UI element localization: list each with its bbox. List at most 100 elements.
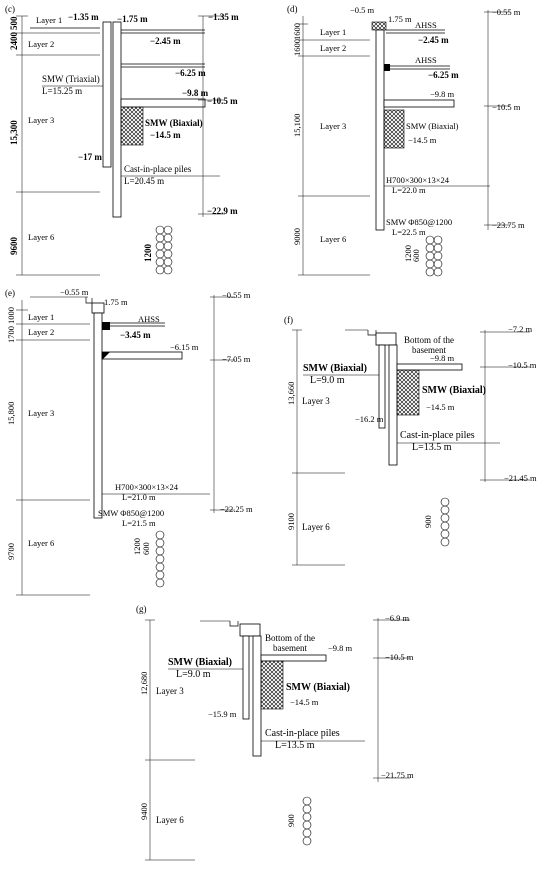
panel-e-ahss-connector bbox=[102, 322, 110, 330]
panel-g-pile-circles bbox=[302, 796, 312, 846]
panel-g-tag: (g) bbox=[136, 604, 147, 614]
panel-f-base-slab bbox=[396, 363, 463, 371]
panel-f-tag: (f) bbox=[284, 315, 293, 325]
panel-d-label-625: −6.25 m bbox=[428, 70, 459, 80]
panel-c-label-98: −9.8 m bbox=[182, 88, 209, 98]
panel-d-label-ahss2: AHSS bbox=[415, 55, 437, 65]
panel-e-label-h700-len: L=21.0 m bbox=[122, 492, 156, 502]
panel-c-label-135b: −1.35 m bbox=[208, 12, 239, 22]
panel-g-label-smw-biaxial-r: SMW (Biaxial) bbox=[286, 682, 350, 693]
panel-e-label-055b: −0.55 m bbox=[222, 290, 251, 300]
panel-f-label-smw-biaxial-l-len: L=9.0 m bbox=[310, 375, 345, 386]
panel-d-dim-600: 600 bbox=[411, 249, 421, 262]
panel-f-label-cip: Cast-in-place piles bbox=[400, 430, 475, 441]
panel-f-dim-13660: 13,660 bbox=[286, 382, 296, 405]
panel-c-label-smw-triaxial-len: L=15.25 m bbox=[42, 86, 82, 96]
panel-c-smw-triaxial-wall bbox=[102, 21, 112, 168]
panel-e-label-2225: −22.25 m bbox=[220, 504, 253, 514]
panel-d-label-105: −10.5 m bbox=[492, 102, 521, 112]
panel-e-pile-circles bbox=[155, 530, 165, 588]
panel-d-dim-15100: 15,100 bbox=[292, 114, 302, 137]
panel-c-smw-biaxial-block bbox=[120, 106, 144, 146]
panel-g-label-159: −15.9 m bbox=[208, 709, 237, 719]
panel-d-label-245: −2.45 m bbox=[418, 35, 449, 45]
panel-e-dim-600: 600 bbox=[141, 542, 151, 555]
panel-d-layer3: Layer 3 bbox=[320, 121, 346, 131]
panel-c-label-135a: −1.35 m bbox=[68, 12, 99, 22]
panel-g-label-smw-biaxial-l-len: L=9.0 m bbox=[176, 669, 211, 680]
panel-g-label-69: −6.9 m bbox=[385, 613, 410, 623]
panel-c-label-17: −17 m bbox=[78, 152, 102, 162]
panel-e-label-705: −7.05 m bbox=[222, 354, 251, 364]
panel-d-label-98: −9.8 m bbox=[430, 89, 455, 99]
panel-c-label-cip: Cast-in-place piles bbox=[124, 164, 192, 174]
panel-c-cip-pile bbox=[112, 21, 122, 218]
panel-d-label-h700-len: L=22.0 m bbox=[392, 185, 426, 195]
panel-f-dim-900: 900 bbox=[423, 515, 433, 528]
panel-d-dim-1600a: 1600 bbox=[292, 23, 302, 40]
panel-c-layer2: Layer 2 bbox=[28, 39, 54, 49]
panel-e-dim-1000: 1000 bbox=[6, 307, 16, 324]
panel-e-layer1: Layer 1 bbox=[28, 312, 54, 322]
panel-f-dim-9100: 9100 bbox=[286, 513, 296, 530]
panel-g-cip-pile bbox=[252, 635, 262, 757]
panel-e-capping-beam bbox=[91, 302, 105, 314]
panel-c-dim-500: 500 bbox=[9, 16, 19, 30]
panel-g-smw-wall bbox=[242, 635, 250, 720]
panel-d-dim-9000: 9000 bbox=[292, 228, 302, 245]
panel-f-label-105: −10.5 m bbox=[508, 360, 537, 370]
panel-g-label-cip-len: L=13.5 m bbox=[275, 740, 315, 751]
panel-g-label-98: −9.8 m bbox=[328, 643, 353, 653]
panel-e-label-345: −3.45 m bbox=[120, 330, 151, 340]
panel-d-label-h700: H700×300×13×24 bbox=[386, 175, 450, 185]
panel-d-label-145: −14.5 m bbox=[408, 135, 437, 145]
panel-d-ahss2-connector bbox=[384, 64, 390, 71]
panel-c-dim-9600: 9600 bbox=[9, 237, 19, 256]
panel-g-dim-12680: 12,680 bbox=[139, 672, 149, 695]
panel-e-h700-wall bbox=[93, 312, 103, 519]
panel-c-layer3: Layer 3 bbox=[28, 115, 54, 125]
panel-d-label-05: −0.5 m bbox=[350, 5, 375, 15]
panel-c-label-smw-biaxial: SMW (Biaxial) bbox=[145, 118, 203, 128]
panel-g-label-bottom: Bottom of the bbox=[265, 633, 315, 643]
panel-d-label-175: 1.75 m bbox=[388, 14, 412, 24]
panel-c-label-229: −22.9 m bbox=[207, 206, 238, 216]
panel-f-label-2145: −21.45 m bbox=[504, 473, 537, 483]
panel-g-capping-beam bbox=[239, 623, 261, 637]
panel-c-layer1: Layer 1 bbox=[36, 15, 62, 25]
panel-f-label-basement: basement bbox=[412, 345, 446, 355]
panel-e-haunch bbox=[102, 352, 110, 360]
panel-c-label-145: −14.5 m bbox=[150, 130, 181, 140]
panel-e: (e) 1000 1700 15,800 9700 Layer 1 Layer … bbox=[5, 287, 253, 596]
panel-e-label-175: 1.75 m bbox=[104, 297, 128, 307]
panel-c-label-cip-len: L=20.45 m bbox=[124, 176, 164, 186]
panel-d-label-2375: −23.75 m bbox=[492, 220, 525, 230]
panel-e-base-slab bbox=[101, 351, 183, 360]
panel-c-label-105: −10.5 m bbox=[207, 96, 238, 106]
panel-c-layer6: Layer 6 bbox=[28, 232, 54, 242]
panel-d-label-smw850: SMW Φ850@1200 bbox=[386, 217, 452, 227]
panel-c-pile-circles bbox=[155, 225, 173, 275]
panel-d-tag: (d) bbox=[287, 4, 298, 14]
panel-d-pile-circles bbox=[425, 235, 443, 277]
panel-f: (f) 13,660 9100 Layer 3 Layer 6 Bottom o… bbox=[284, 315, 537, 566]
panel-f-label-162: −16.2 m bbox=[355, 414, 384, 424]
panel-e-tag: (e) bbox=[5, 288, 15, 298]
panel-d: (d) 1600 1600 15,100 9000 Layer 1 Layer … bbox=[287, 4, 525, 277]
panel-c-label-245: −2.45 m bbox=[150, 36, 181, 46]
panel-d-layer6: Layer 6 bbox=[320, 234, 346, 244]
panel-d-layer1: Layer 1 bbox=[320, 27, 346, 37]
panel-f-pile-circles bbox=[440, 497, 450, 547]
panel-e-label-h700: H700×300×13×24 bbox=[115, 482, 179, 492]
panel-e-layer2: Layer 2 bbox=[28, 327, 54, 337]
panel-f-label-98: −9.8 m bbox=[430, 353, 455, 363]
panel-d-smw-biaxial-block bbox=[383, 109, 405, 149]
panel-g-base-slab bbox=[260, 654, 327, 662]
panel-g-label-smw-biaxial-l: SMW (Biaxial) bbox=[168, 657, 232, 668]
panel-e-label-055a: −0.55 m bbox=[60, 287, 89, 297]
panel-c-base-slab bbox=[120, 98, 206, 108]
panel-f-label-145: −14.5 m bbox=[426, 402, 455, 412]
panel-g-smw-biaxial-block bbox=[260, 660, 284, 710]
panel-c-dim-1200: 1200 bbox=[143, 244, 153, 263]
